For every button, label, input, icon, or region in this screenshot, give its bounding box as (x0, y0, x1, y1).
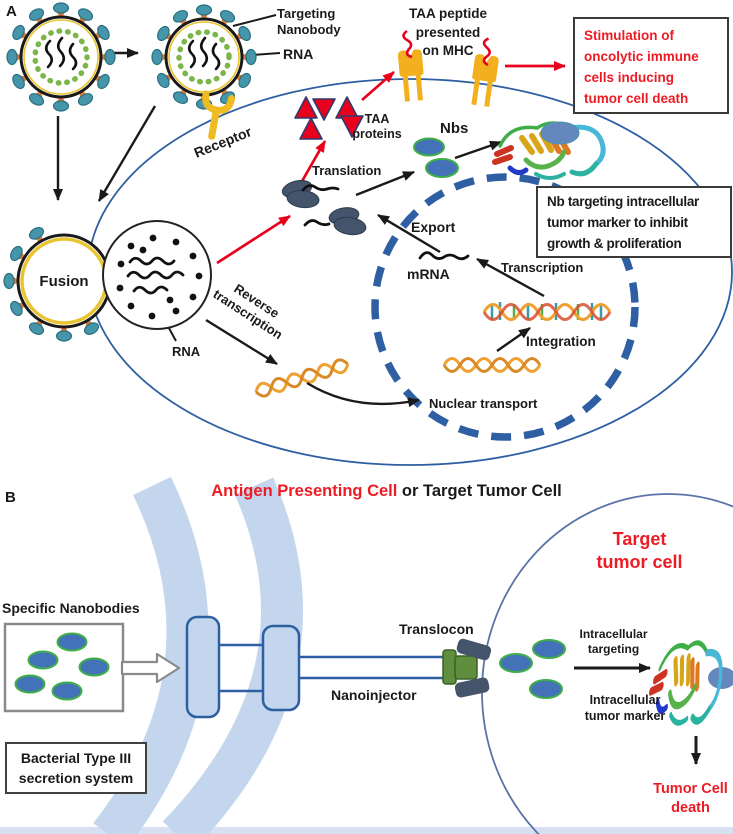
translocon-label: Translocon (399, 621, 474, 637)
nanobody-oval (413, 137, 445, 157)
nb-targeting-box-text: Nb targeting intracellular tumor marker … (547, 194, 699, 251)
arrow-virus2-to-fusion (97, 105, 157, 202)
nbs-label: Nbs (440, 120, 469, 137)
arrow-nuclear-transport (306, 381, 420, 408)
pointer-targeting-nanobody (232, 14, 277, 27)
panel-b-label: B (5, 489, 16, 506)
caption-apc: Antigen Presenting Cell (211, 481, 398, 500)
virus-particle-1 (6, 2, 116, 112)
stimulation-box-text: Stimulation of oncolytic immune cells in… (584, 28, 699, 106)
mrna-on-ribosome-1 (301, 184, 340, 192)
bacterial-box: Bacterial Type III secretion system (5, 742, 147, 794)
mrna-on-ribosome-2 (303, 219, 331, 227)
caption-rest: or Target Tumor Cell (397, 481, 562, 500)
taa-protein-triangles (294, 96, 364, 140)
nanoinjector-label: Nanoinjector (331, 687, 417, 703)
fusion-label: Fusion (39, 273, 89, 290)
rna-released-label: RNA (172, 344, 201, 359)
arrow-taa-to-mhc (361, 70, 395, 102)
nanobody-ovals-group (14, 632, 110, 701)
arrow-integration (496, 327, 531, 352)
intracellular-tumor-marker-label: Intracellular tumor marker (584, 693, 666, 723)
panel-a-label: A (6, 3, 17, 20)
ribosomes-translation (281, 179, 367, 236)
specific-nanobodies-label: Specific Nanobodies (2, 600, 140, 616)
mrna-label: mRNA (407, 266, 450, 282)
mrna-strand (418, 251, 470, 261)
arrow-reverse-transcription (205, 318, 278, 366)
arrow-nbs-to-ribbon (454, 140, 502, 160)
released-viral-content (102, 220, 212, 330)
transcription-label: Transcription (501, 260, 584, 275)
injection-outline-arrow (120, 652, 181, 684)
taa-proteins-label: TAA proteins (352, 112, 402, 141)
arrow-export (377, 213, 441, 254)
targeting-nanobody-label: Targeting Nanobody (277, 6, 341, 37)
nanobody-bound-oval (540, 121, 580, 145)
cytoplasm-dna-helix (254, 358, 350, 398)
bottom-strip (0, 827, 733, 834)
rna-virus-label: RNA (283, 46, 314, 62)
nanobody-oval (529, 679, 563, 699)
intracellular-targeting-label: Intracellular targeting (579, 627, 648, 656)
tumor-cell-death-label: Tumor Cell death (653, 781, 728, 816)
bacterial-box-text: Bacterial Type III secretion system (18, 750, 134, 786)
nanobody-oval (499, 653, 533, 673)
nanobody-oval (425, 158, 459, 178)
receptor-icon (202, 90, 236, 140)
integration-label: Integration (526, 334, 596, 349)
export-label: Export (411, 219, 456, 235)
nanobody-oval (532, 639, 566, 659)
arrow-rna-to-translation (216, 214, 291, 265)
nuclear-membrane (371, 173, 639, 441)
taa-peptide-mhc-label: TAA peptide presented on MHC (409, 6, 487, 58)
arrow-translation-to-nbs (355, 170, 415, 197)
arrow-transcription (476, 257, 545, 298)
nb-targeting-box: Nb targeting intracellular tumor marker … (536, 186, 732, 258)
nuclear-transport-label: Nuclear transport (429, 396, 538, 411)
translocon-structure (442, 638, 492, 698)
integrated-dna-helix (482, 302, 612, 321)
panel-a-caption: Antigen Presenting Cell or Target Tumor … (20, 460, 733, 501)
translation-label: Translation (312, 163, 382, 178)
nuclear-dna-helix (442, 357, 542, 373)
stimulation-box: Stimulation of oncolytic immune cells in… (573, 17, 729, 114)
target-tumor-cell-label: Target tumor cell (596, 529, 683, 572)
nanoinjector-structure (185, 615, 444, 719)
